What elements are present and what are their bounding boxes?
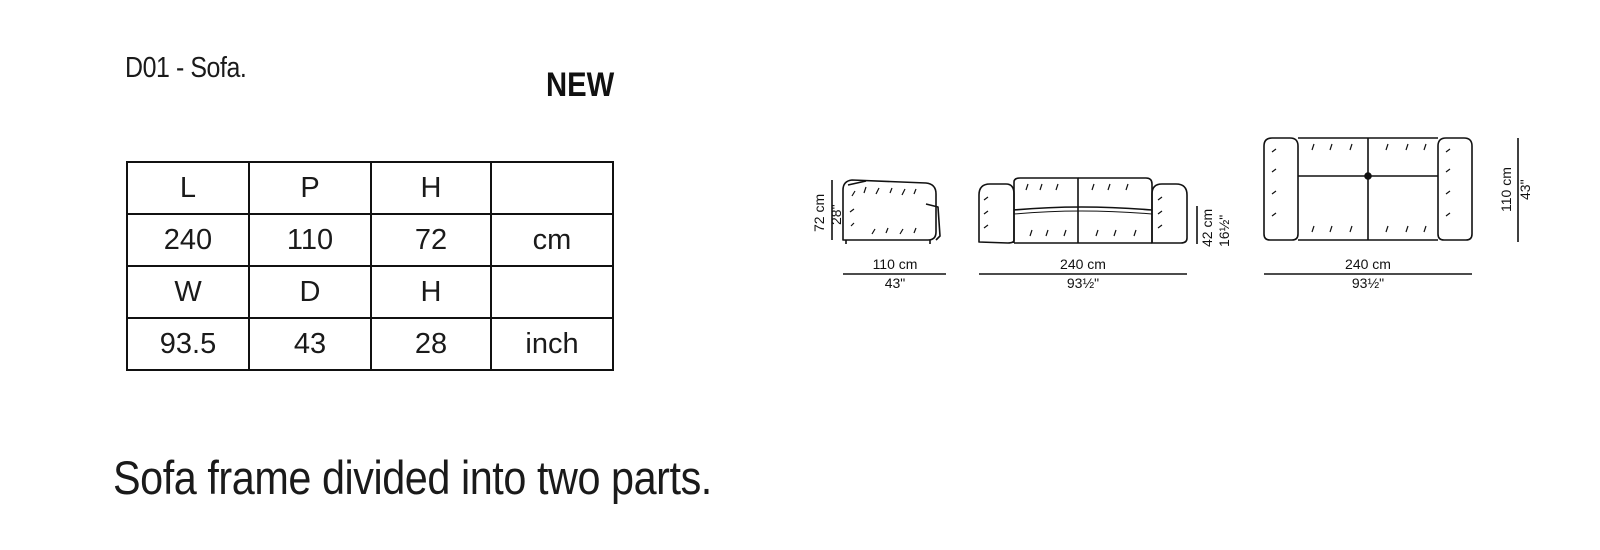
top-depth-in-label: 43" xyxy=(1517,179,1533,200)
table-cell: 110 xyxy=(248,213,372,267)
side-height-in-label: 28" xyxy=(828,204,844,225)
front-view-drawing xyxy=(978,177,1188,244)
front-seat-height-in-label: 16½" xyxy=(1216,215,1232,247)
table-cell: 43 xyxy=(248,317,372,371)
table-cell: 240 xyxy=(126,213,250,267)
table-cell: H xyxy=(370,161,492,215)
table-row: 93.5 43 28 inch xyxy=(126,317,614,371)
table-cell: D xyxy=(248,265,372,319)
table-cell: 72 xyxy=(370,213,492,267)
top-depth-cm-label: 110 cm xyxy=(1498,167,1514,212)
table-cell: 28 xyxy=(370,317,492,371)
table-cell: inch xyxy=(490,317,614,371)
table-row: W D H xyxy=(126,265,614,319)
top-width-in-label: 93½" xyxy=(1352,275,1384,291)
top-view-drawing xyxy=(1263,137,1473,241)
table-cell: L xyxy=(126,161,250,215)
front-width-in-label: 93½" xyxy=(1067,275,1099,291)
front-width-cm-label: 240 cm xyxy=(1060,256,1106,272)
table-cell: 93.5 xyxy=(126,317,250,371)
side-view-drawing xyxy=(842,179,941,244)
table-row: L P H xyxy=(126,161,614,215)
product-title: D01 - Sofa. xyxy=(125,52,247,84)
side-depth-in-label: 43" xyxy=(885,275,906,291)
table-cell xyxy=(490,265,614,319)
table-cell: W xyxy=(126,265,250,319)
top-width-cm-label: 240 cm xyxy=(1345,256,1391,272)
table-cell: P xyxy=(248,161,372,215)
product-note: Sofa frame divided into two parts. xyxy=(113,451,712,504)
side-height-cm-label: 72 cm xyxy=(811,194,827,232)
table-cell: H xyxy=(370,265,492,319)
dimensions-table: L P H 240 110 72 cm W D H 93.5 43 28 inc… xyxy=(126,161,614,371)
table-row: 240 110 72 cm xyxy=(126,213,614,267)
side-depth-cm-label: 110 cm xyxy=(873,256,918,272)
new-badge: NEW xyxy=(546,66,615,104)
table-cell: cm xyxy=(490,213,614,267)
table-cell xyxy=(490,161,614,215)
front-seat-height-cm-label: 42 cm xyxy=(1199,209,1215,247)
